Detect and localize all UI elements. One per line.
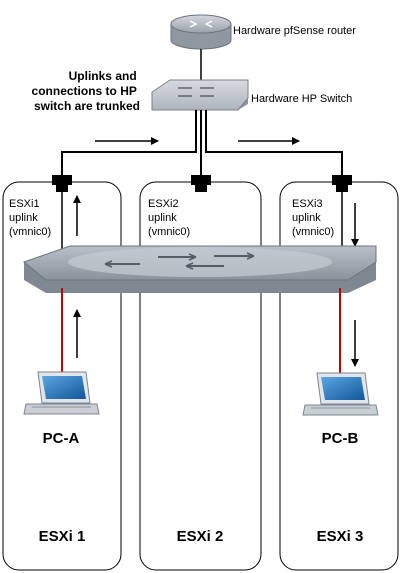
uplink-esxi3 [205,110,343,175]
router-icon [170,14,232,50]
esxi2-label: ESXi 2 [177,528,224,545]
esxi2-uplink-label: ESXi2 uplink (vmnic0) [148,198,190,238]
laptop-icon [302,372,379,416]
hp-switch-label: Hardware HP Switch [251,93,352,105]
pc-a-label: PC-A [43,430,80,447]
switch-icon [151,79,249,111]
port-icon [52,175,72,192]
trunk-note: Uplinks and connections to HP switch are… [32,69,140,113]
router-label: Hardware pfSense router [233,25,356,37]
port-icon [332,175,352,192]
esxi3-label: ESXi 3 [317,528,364,545]
uplink-esxi1 [61,110,197,175]
laptop-icon [23,371,100,415]
esxi3-uplink-label: ESXi3 uplink (vmnic0) [292,198,334,238]
esxi1-uplink-label: ESXi1 uplink (vmnic0) [9,198,51,238]
esxi2-host-frame [139,181,262,571]
esxi1-label: ESXi 1 [39,528,86,545]
port-icon [191,175,211,192]
virtual-switch-icon [22,245,377,293]
pc-b-label: PC-B [322,430,359,447]
